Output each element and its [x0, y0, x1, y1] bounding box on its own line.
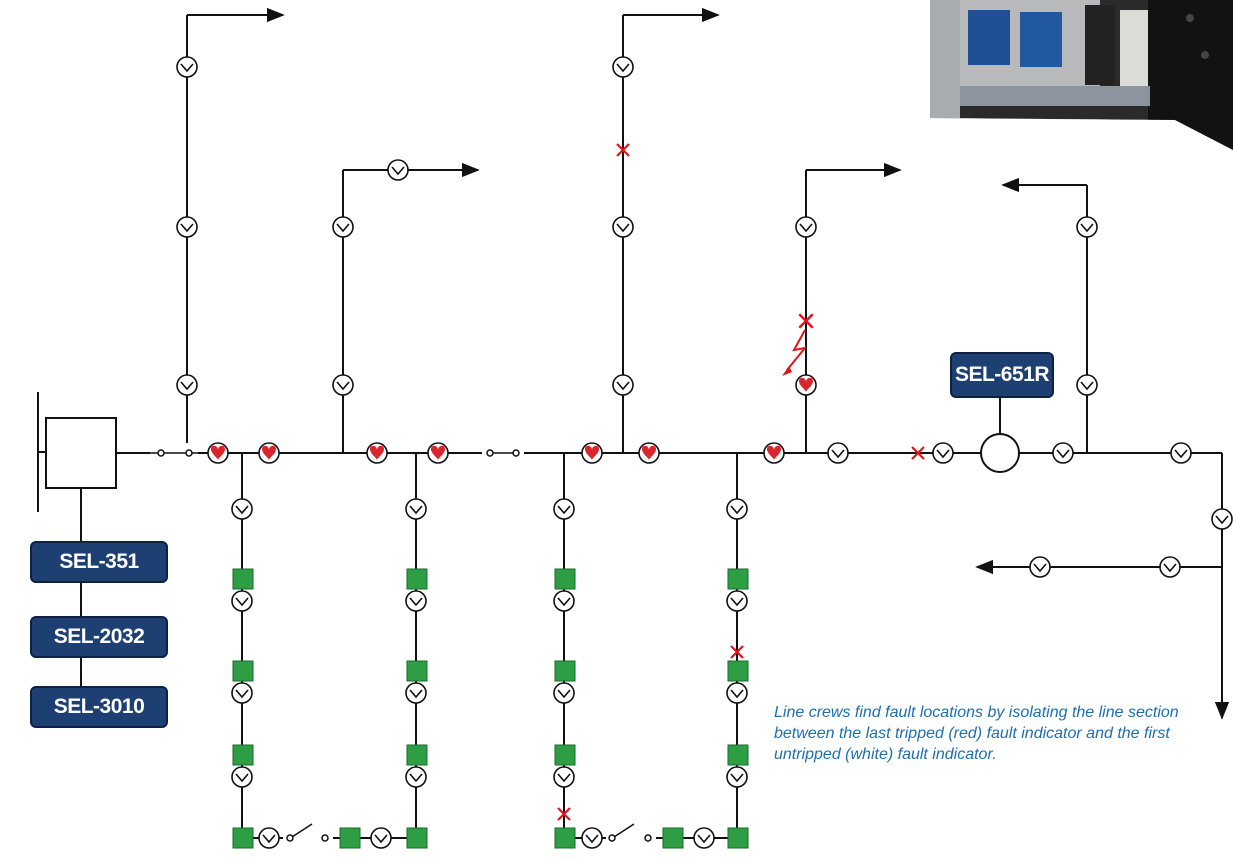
sel-3010-box: SEL-3010 [30, 686, 168, 728]
switch-box-icon [554, 827, 576, 849]
diagram-caption: Line crews find fault locations by isola… [774, 704, 1179, 763]
untripped-fault-indicator-icon [231, 682, 253, 704]
untripped-fault-indicator-icon [176, 56, 198, 78]
switch-box-icon [232, 660, 254, 682]
tripped-fault-indicator-icon [427, 442, 449, 464]
untripped-fault-indicator-icon [827, 442, 849, 464]
untripped-fault-indicator-icon [932, 442, 954, 464]
switch-box-icon [406, 827, 428, 849]
switch-box-icon [406, 744, 428, 766]
switch-box-icon [727, 568, 749, 590]
switch-box-icon [727, 827, 749, 849]
tripped-fault-indicator-icon [638, 442, 660, 464]
untripped-fault-indicator-icon [553, 766, 575, 788]
untripped-fault-indicator-icon [370, 827, 392, 849]
untripped-fault-indicator-icon [1029, 556, 1051, 578]
untripped-fault-indicator-icon [176, 374, 198, 396]
switch-box-icon [727, 744, 749, 766]
untripped-fault-indicator-icon [405, 590, 427, 612]
switch-box-icon [406, 660, 428, 682]
untripped-fault-indicator-icon [405, 682, 427, 704]
switch-box-icon [727, 660, 749, 682]
untripped-fault-indicator-icon [405, 766, 427, 788]
untripped-fault-indicator-icon [553, 590, 575, 612]
switch-box-icon [339, 827, 361, 849]
untripped-fault-indicator-icon [1052, 442, 1074, 464]
untripped-fault-indicator-icon [332, 374, 354, 396]
switch-box-icon [662, 827, 684, 849]
untripped-fault-indicator-icon [581, 827, 603, 849]
untripped-fault-indicator-icon [726, 682, 748, 704]
sel-2032-box: SEL-2032 [30, 616, 168, 658]
switch-boxes [232, 568, 749, 849]
untripped-fault-indicator-icon [726, 590, 748, 612]
lightning-bolt-icon [782, 329, 808, 376]
untripped-fault-indicator-icon [612, 216, 634, 238]
tripped-fault-indicator-icon [795, 374, 817, 396]
untripped-fault-indicator-icon [612, 56, 634, 78]
untripped-fault-indicator-icon [1076, 216, 1098, 238]
tripped-fault-indicator-icon [763, 442, 785, 464]
tripped-fault-indicator-icon [207, 442, 229, 464]
tripped-fault-indicator-icon [258, 442, 280, 464]
untripped-fault-indicator-icon [726, 498, 748, 520]
switch-box-icon [406, 568, 428, 590]
untripped-fault-indicator-icon [176, 216, 198, 238]
untripped-fault-indicator-icon [231, 498, 253, 520]
untripped-fault-indicator-icon [795, 216, 817, 238]
untripped-fault-indicator-icon [1211, 508, 1233, 530]
switch-box-icon [232, 744, 254, 766]
control-cabinet-photo [930, 0, 1233, 150]
switch-box-icon [554, 744, 576, 766]
recloser-circle-icon [980, 433, 1020, 473]
untripped-fault-indicator-icon [258, 827, 280, 849]
untripped-fault-indicator-icon [726, 766, 748, 788]
untripped-fault-indicator-icon [693, 827, 715, 849]
switch-box-icon [232, 827, 254, 849]
tripped-fault-indicator-icon [366, 442, 388, 464]
main-feeder-line [116, 452, 1230, 720]
untripped-fault-indicator-icon [231, 590, 253, 612]
tripped-fault-indicator-icon [581, 442, 603, 464]
switch-box-icon [554, 660, 576, 682]
untripped-fault-indicator-icon [387, 159, 409, 181]
untripped-fault-indicator-icon [332, 216, 354, 238]
untripped-fault-indicator-icon [612, 374, 634, 396]
untripped-fault-indicator-icon [405, 498, 427, 520]
switch-box-icon [554, 568, 576, 590]
untripped-fault-indicator-icon [1170, 442, 1192, 464]
open-switches [150, 443, 656, 848]
untripped-fault-indicator-icon [231, 766, 253, 788]
untripped-fault-indicator-icon [1159, 556, 1181, 578]
untripped-fault-indicator-icon [553, 682, 575, 704]
sel-651r-box: SEL-651R [950, 352, 1054, 398]
untripped-fault-indicator-icon [553, 498, 575, 520]
sel-351-box: SEL-351 [30, 541, 168, 583]
switch-box-icon [232, 568, 254, 590]
untripped-fault-indicator-icon [1076, 374, 1098, 396]
